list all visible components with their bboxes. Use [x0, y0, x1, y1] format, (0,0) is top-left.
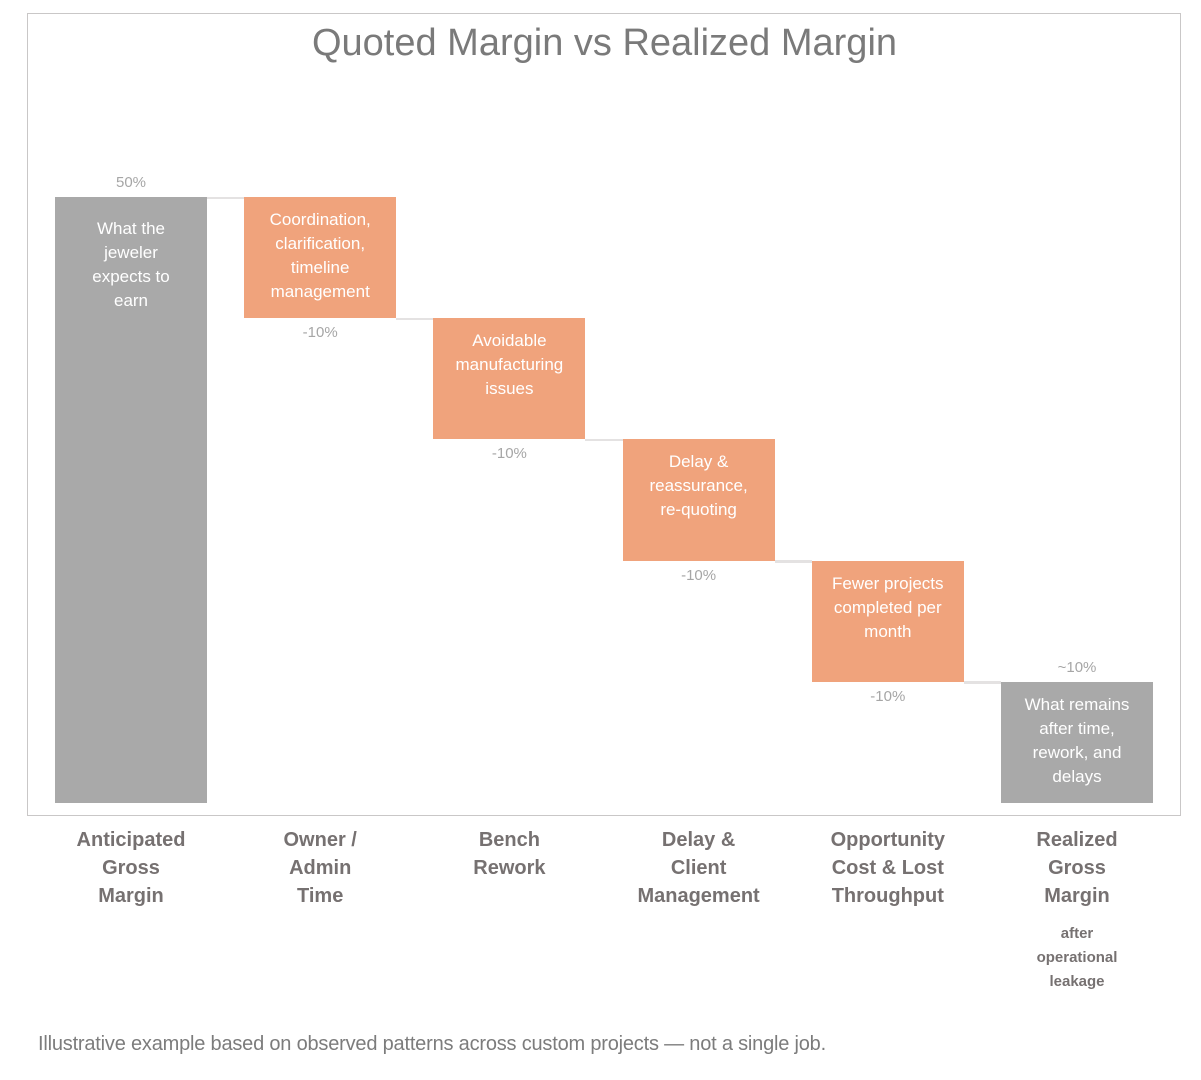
value-label: -10% [870, 687, 906, 705]
connector-line [396, 317, 434, 321]
value-label: 50% [115, 174, 147, 191]
connector-line [774, 560, 812, 563]
bar-inner-label: What the jeweler expects to earn [92, 219, 170, 310]
bar-inner-label: Fewer projects completed per month [832, 573, 944, 641]
connector-line [207, 196, 245, 199]
bar-inner-label: Delay & reassurance, re-quoting [649, 452, 748, 520]
value-label: ~10% [1057, 658, 1097, 676]
value-label: -10% [681, 566, 717, 584]
waterfall-bar-bench-rework: Avoidable manufacturing issues [433, 318, 586, 440]
bar-inner-label: Avoidable manufacturing issues [455, 331, 564, 399]
chart-title: Quoted Margin vs Realized Margin [311, 22, 898, 64]
waterfall-bar-owner-admin-time: Coordination, clarification, timeline ma… [244, 197, 397, 319]
bar-inner-label: Coordination, clarification, timeline ma… [269, 210, 371, 301]
value-label: -10% [491, 445, 527, 463]
waterfall-bar-opportunity-cost-lost-throughput: Fewer projects completed per month [811, 560, 964, 682]
bar-inner-label: What remains after time, rework, and del… [1024, 694, 1130, 786]
connector-line [585, 438, 623, 442]
waterfall-bar-anticipated-gross-margin: What the jeweler expects to earn [55, 197, 207, 803]
category-label-realized-gross-margin: Realized Gross Margin [1036, 829, 1118, 907]
value-label: -10% [302, 324, 338, 342]
category-sublabel-realized-gross-margin: after operational leakage [1036, 925, 1118, 990]
category-label-bench-rework: Bench Rework [473, 829, 546, 879]
waterfall-bar-realized-gross-margin: What remains after time, rework, and del… [1001, 681, 1153, 803]
category-label-anticipated-gross-margin: Anticipated Gross Margin [76, 829, 186, 907]
category-label-owner-admin-time: Owner / Admin Time [283, 829, 357, 907]
footnote: Illustrative example based on observed p… [38, 1033, 826, 1055]
category-label-delay-client-management: Delay & Client Management [637, 829, 760, 907]
connector-line [963, 681, 1001, 684]
waterfall-bar-delay-client-management: Delay & reassurance, re-quoting [622, 439, 775, 561]
category-label-opportunity-cost-lost-throughput: Opportunity Cost & Lost Throughput [830, 829, 946, 907]
